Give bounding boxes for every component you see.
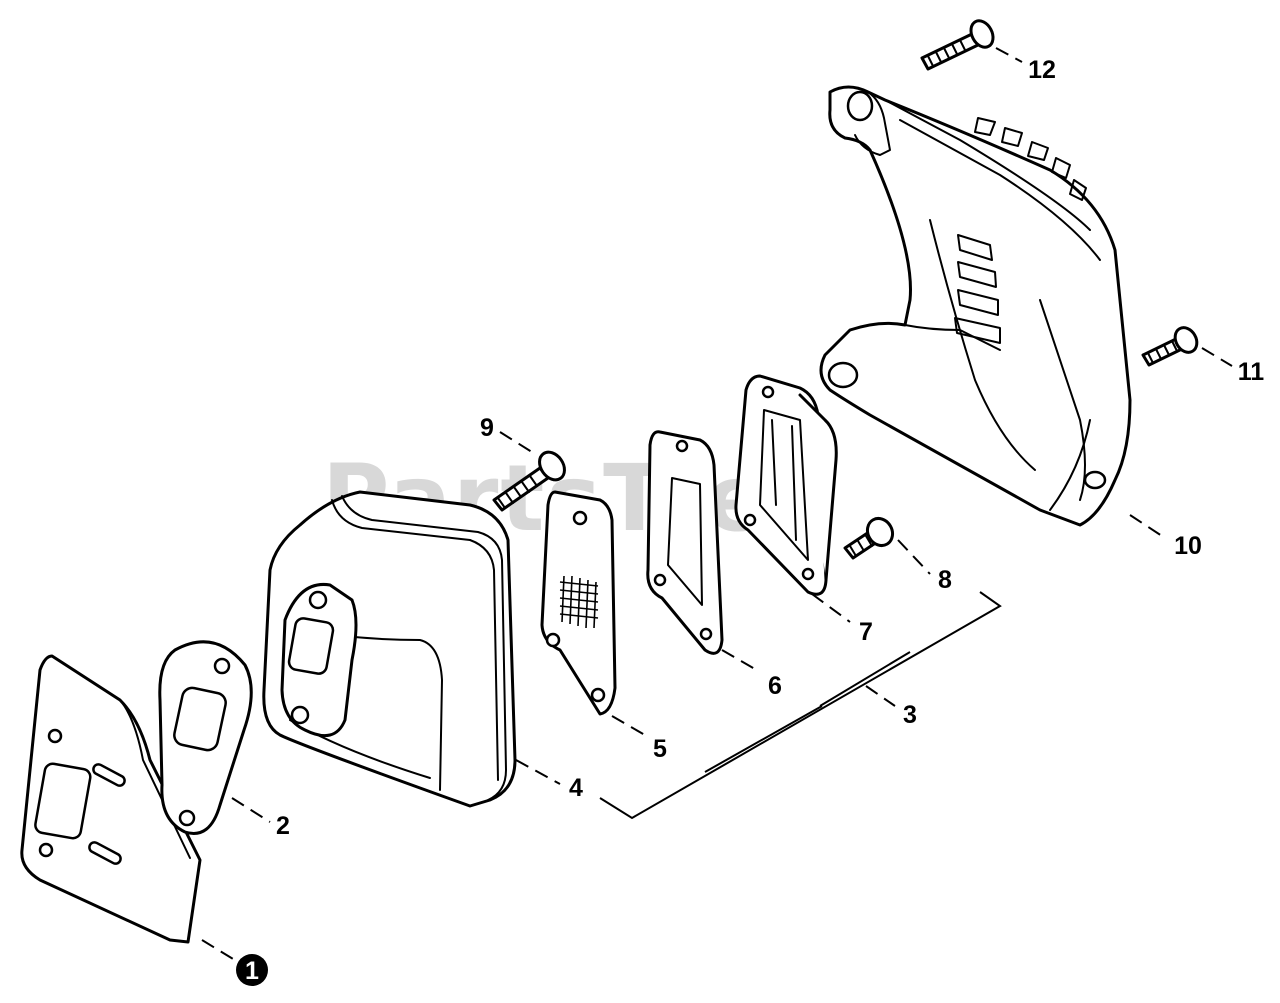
callout-11: 11	[1238, 358, 1265, 386]
part-8-bolt[interactable]	[843, 514, 897, 560]
callout-4: 4	[569, 774, 583, 802]
callout-9: 9	[480, 414, 494, 442]
callout-10: 10	[1174, 532, 1202, 560]
callout-3: 3	[903, 701, 917, 729]
part-11-bolt[interactable]	[1141, 324, 1201, 367]
part-9-bolt[interactable]	[492, 447, 570, 512]
callout-1-marker	[236, 954, 268, 986]
callout-12: 12	[1028, 56, 1056, 84]
part-7-exhaust-plate[interactable]	[734, 374, 838, 596]
part-2-gasket[interactable]	[158, 640, 253, 835]
screen-mesh	[559, 575, 599, 629]
cover-vent-slots	[954, 117, 1087, 344]
part-12-bolt[interactable]	[920, 17, 997, 71]
callouts: 1 2 3 4 5 6 7 8 9 10 11 12	[236, 56, 1264, 986]
callout-7: 7	[859, 618, 873, 646]
part-5-spark-screen[interactable]	[540, 490, 617, 716]
part-6-gasket[interactable]	[646, 430, 724, 655]
callout-8: 8	[938, 566, 952, 594]
callout-6: 6	[768, 672, 782, 700]
part-4-muffler[interactable]	[262, 490, 517, 808]
callout-5: 5	[653, 735, 667, 763]
leader-lines	[201, 47, 1233, 963]
callout-1: 1	[245, 957, 259, 985]
part-10-muffler-cover[interactable]	[819, 85, 1132, 527]
callout-2: 2	[276, 812, 290, 840]
part-1-heat-shield[interactable]	[20, 654, 202, 944]
